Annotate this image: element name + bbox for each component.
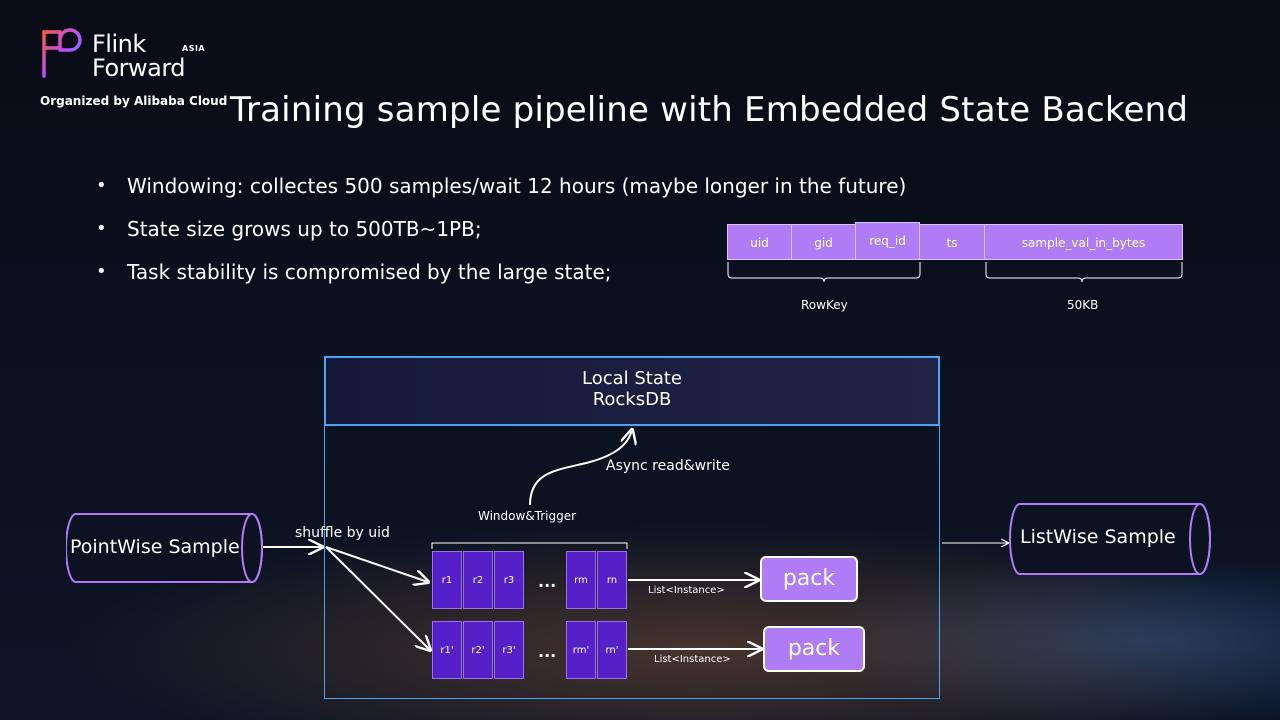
bullet-text: State size grows up to 500TB~1PB; [127, 217, 482, 241]
logo-organizer: Organized by Alibaba Cloud [40, 94, 228, 108]
shuffle-label: shuffle by uid [295, 525, 390, 541]
schema-field-uid: uid [727, 224, 792, 260]
record-cell: rm [566, 551, 596, 609]
bullet-text: Windowing: collectes 500 samples/wait 12… [127, 174, 907, 198]
async-label: Async read&write [606, 458, 730, 474]
pack-box: pack [760, 556, 858, 602]
shuffle-arrow-2 [325, 546, 430, 650]
listwise-cylinder-icon [1009, 503, 1211, 575]
bullet-item: • Windowing: collectes 500 samples/wait 1… [96, 170, 906, 213]
record-cell: r3' [494, 621, 524, 679]
schema-field-sample-val: sample_val_in_bytes [984, 224, 1183, 260]
listwise-sample-label: ListWise Sample [1020, 526, 1176, 548]
local-state-box: Local State RocksDB [324, 356, 940, 426]
bullet-dot-icon: • [96, 218, 107, 239]
window-trigger-label: Window&Trigger [478, 509, 577, 523]
operator-box [324, 426, 940, 699]
flink-forward-logo-icon [42, 28, 82, 78]
bullet-dot-icon: • [96, 261, 107, 282]
logo-badge-asia: ASIA [182, 44, 206, 53]
ellipsis: ... [538, 572, 557, 591]
ellipsis: ... [538, 642, 557, 661]
record-cell: r2' [463, 621, 493, 679]
list-instance-label: List<Instance> [654, 654, 731, 665]
bullet-dot-icon: • [96, 175, 107, 196]
schema-label-rowkey: RowKey [801, 298, 848, 312]
shuffle-arrow-1 [325, 546, 428, 582]
async-arrow [529, 430, 632, 506]
bullet-list: • Windowing: collectes 500 samples/wait 1… [96, 170, 906, 299]
schema-field-ts: ts [919, 224, 985, 260]
logo-text-forward: Forward [92, 54, 186, 82]
pointwise-cylinder-icon [66, 513, 263, 583]
bullet-text: Task stability is compromised by the lar… [127, 260, 612, 284]
pack-box: pack [763, 626, 865, 672]
bullet-item: • Task stability is compromised by the la… [96, 256, 906, 299]
schema-label-50kb: 50KB [1067, 298, 1099, 312]
bullet-item: • State size grows up to 500TB~1PB; [96, 213, 906, 256]
record-cell: r2 [463, 551, 493, 609]
record-cell: rn' [597, 621, 627, 679]
schema-field-req-id: req_id [855, 222, 920, 260]
record-cell: r1 [432, 551, 462, 609]
logo-text-flink: Flink [92, 30, 146, 58]
slide-title: Training sample pipeline with Embedded S… [230, 90, 1189, 130]
window-brace [431, 542, 628, 549]
local-state-subtitle: RocksDB [592, 389, 672, 410]
record-cell: r1' [432, 621, 462, 679]
pointwise-sample-label: PointWise Sample [70, 536, 240, 558]
record-cell: r3 [494, 551, 524, 609]
record-cell: rn [597, 551, 627, 609]
local-state-title: Local State [581, 368, 683, 389]
record-cell: rm' [566, 621, 596, 679]
schema-braces [727, 262, 1183, 283]
list-instance-label: List<Instance> [648, 585, 725, 596]
